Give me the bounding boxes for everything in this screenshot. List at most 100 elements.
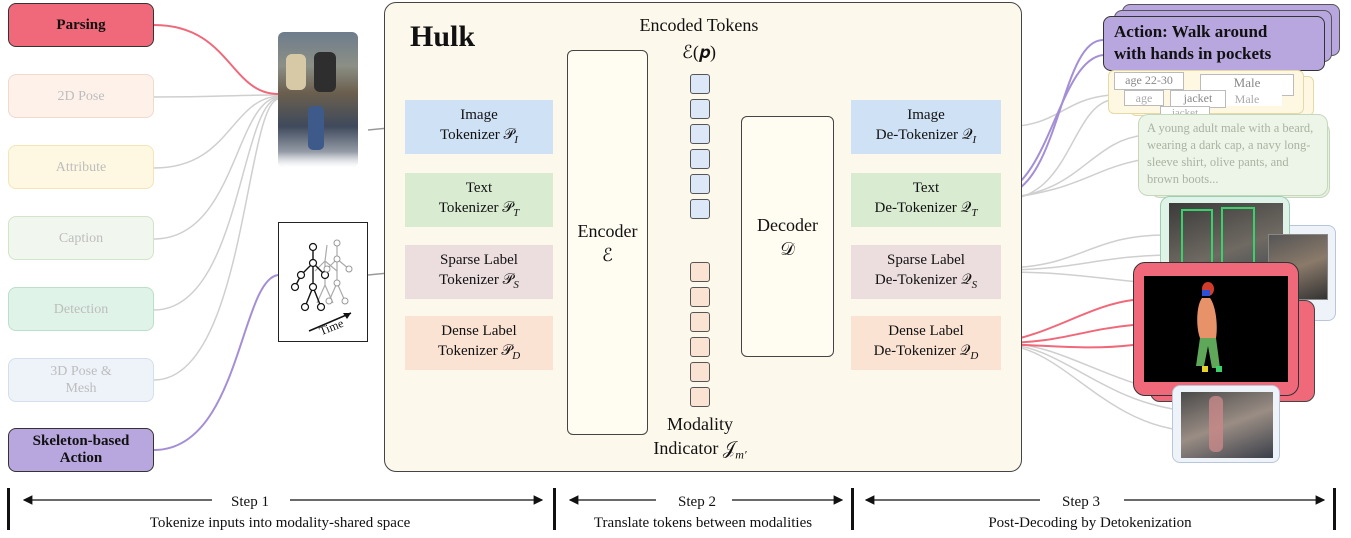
image-tokenizer: Image Tokenizer 𝒫I bbox=[405, 100, 553, 154]
attr-age-tag: age 22-30 bbox=[1114, 72, 1184, 90]
dense-detokenizer-l1: Dense Label bbox=[888, 322, 964, 339]
mesh-output-card bbox=[1172, 385, 1280, 463]
action-output-card: Action: Walk around with hands in pocket… bbox=[1103, 16, 1325, 71]
dense-tokenizer: Dense Label Tokenizer 𝒫D bbox=[405, 316, 553, 370]
step-divider-1 bbox=[553, 488, 556, 530]
task-parsing-label: Parsing bbox=[56, 16, 106, 33]
step2-title: Step 2 bbox=[678, 494, 716, 510]
sparse-detokenizer-l2-wrap: De-Tokenizer 𝒬S bbox=[875, 270, 977, 295]
image-detokenizer-l2: De-Tokenizer 𝒬 bbox=[875, 126, 973, 143]
token-cell bbox=[690, 199, 710, 219]
image-tokenizer-l2: Tokenizer 𝒫 bbox=[440, 126, 515, 143]
task-3d-pose-label-2: Mesh bbox=[65, 381, 97, 396]
token-cell bbox=[690, 174, 710, 194]
task-2d-pose: 2D Pose bbox=[8, 74, 154, 118]
image-tokenizer-l2-wrap: Tokenizer 𝒫I bbox=[440, 125, 518, 150]
task-3d-pose-mesh: 3D Pose & Mesh bbox=[8, 358, 154, 402]
token-cell bbox=[690, 74, 710, 94]
token-cell bbox=[690, 124, 710, 144]
task-2d-pose-label: 2D Pose bbox=[57, 88, 105, 104]
text-tokenizer-l2-wrap: Tokenizer 𝒫T bbox=[439, 198, 519, 223]
task-skeleton-action: Skeleton-based Action bbox=[8, 428, 154, 472]
sparse-detokenizer-sub: S bbox=[971, 278, 978, 291]
attr-jacket-tag: jacket bbox=[1170, 90, 1226, 108]
task-caption: Caption bbox=[8, 216, 154, 260]
input-photo bbox=[278, 32, 358, 167]
token-cell bbox=[690, 337, 710, 357]
encoded-tokens-symbol: ℰ(𝒑) bbox=[681, 42, 717, 62]
action-output-l2: with hands in pockets bbox=[1114, 44, 1272, 63]
decoder-block: Decoder 𝒟 bbox=[741, 116, 834, 357]
text-detokenizer-sub: T bbox=[971, 206, 978, 219]
task-skeleton-label-1: Skeleton-based bbox=[32, 433, 130, 449]
decoder-symbol: 𝒟 bbox=[780, 238, 795, 259]
dense-tokenizer-l1: Dense Label bbox=[441, 322, 517, 339]
encoded-tokens-title: Encoded Tokens bbox=[639, 15, 759, 35]
text-tokenizer-l2: Tokenizer 𝒫 bbox=[438, 199, 514, 216]
image-detokenizer: Image De-Tokenizer 𝒬I bbox=[851, 100, 1001, 154]
attr-age-back-tag: age bbox=[1124, 90, 1164, 106]
image-tokenizer-sub: I bbox=[514, 133, 518, 146]
dense-detokenizer-l2: De-Tokenizer 𝒬 bbox=[873, 342, 971, 359]
decoder-label: Decoder bbox=[757, 214, 818, 235]
action-output-l1: Action: Walk around bbox=[1114, 22, 1268, 41]
token-cell bbox=[690, 287, 710, 307]
text-detokenizer: Text De-Tokenizer 𝒬T bbox=[851, 173, 1001, 227]
image-tokenizer-l1: Image bbox=[460, 106, 498, 123]
dense-detokenizer-l2-wrap: De-Tokenizer 𝒬D bbox=[874, 341, 979, 366]
sparse-detokenizer: Sparse Label De-Tokenizer 𝒬S bbox=[851, 245, 1001, 299]
sparse-tokenizer-l2-wrap: Tokenizer 𝒫S bbox=[439, 270, 519, 295]
hulk-title: Hulk bbox=[410, 20, 476, 53]
encoder-symbol: ℰ bbox=[602, 244, 613, 265]
token-cell bbox=[690, 149, 710, 169]
dense-detokenizer-sub: D bbox=[970, 349, 979, 362]
sparse-detokenizer-l2: De-Tokenizer 𝒬 bbox=[874, 271, 972, 288]
task-3d-pose-label-1: 3D Pose & bbox=[50, 364, 112, 379]
token-cell bbox=[690, 312, 710, 332]
step2-desc: Translate tokens between modalities bbox=[593, 515, 813, 531]
task-skeleton-label-2: Action bbox=[59, 450, 103, 466]
task-detection-label: Detection bbox=[53, 301, 109, 317]
text-tokenizer-sub: T bbox=[513, 206, 520, 219]
token-cell bbox=[690, 99, 710, 119]
attr-male-back-tag: Male bbox=[1212, 92, 1282, 106]
step-divider-2 bbox=[851, 488, 854, 530]
modality-indicator-sub: m′ bbox=[735, 447, 747, 462]
step1-desc: Tokenize inputs into modality-shared spa… bbox=[149, 515, 411, 531]
modality-indicator-text: Indicator 𝒥 bbox=[653, 438, 736, 458]
token-cell bbox=[690, 387, 710, 407]
parsing-output-card bbox=[1133, 262, 1299, 396]
modality-indicator-l2: Indicator 𝒥m′ bbox=[640, 438, 760, 463]
task-detection: Detection bbox=[8, 287, 154, 331]
parsing-mask bbox=[1144, 276, 1288, 382]
step1-title: Step 1 bbox=[231, 494, 269, 510]
sparse-detokenizer-l1: Sparse Label bbox=[887, 251, 965, 268]
text-detokenizer-l2: De-Tokenizer 𝒬 bbox=[874, 199, 972, 216]
skeleton-input: Time bbox=[278, 222, 368, 342]
sparse-tokenizer-l1: Sparse Label bbox=[440, 251, 518, 268]
task-caption-label: Caption bbox=[58, 230, 104, 246]
image-detokenizer-l1: Image bbox=[907, 106, 945, 123]
encoder-label: Encoder bbox=[577, 220, 638, 241]
dense-detokenizer: Dense Label De-Tokenizer 𝒬D bbox=[851, 316, 1001, 370]
step-divider-left bbox=[7, 488, 10, 530]
task-parsing: Parsing bbox=[8, 3, 154, 47]
dense-tokenizer-sub: D bbox=[512, 349, 521, 362]
token-cell bbox=[690, 362, 710, 382]
text-detokenizer-l2-wrap: De-Tokenizer 𝒬T bbox=[875, 198, 978, 223]
token-cell bbox=[690, 262, 710, 282]
sparse-tokenizer-sub: S bbox=[513, 278, 519, 291]
sparse-tokenizer-l2: Tokenizer 𝒫 bbox=[439, 271, 514, 288]
modality-indicator-l1: Modality bbox=[667, 414, 733, 434]
text-tokenizer: Text Tokenizer 𝒫T bbox=[405, 173, 553, 227]
text-tokenizer-l1: Text bbox=[465, 179, 493, 196]
sparse-tokenizer: Sparse Label Tokenizer 𝒫S bbox=[405, 245, 553, 299]
task-attribute-label: Attribute bbox=[55, 159, 107, 175]
encoder-block: Encoder ℰ bbox=[567, 50, 648, 435]
text-detokenizer-l1: Text bbox=[912, 179, 940, 196]
caption-output-card: A young adult male with a beard, wearing… bbox=[1138, 114, 1328, 196]
image-detokenizer-sub: I bbox=[972, 133, 977, 146]
step3-title: Step 3 bbox=[1062, 494, 1100, 510]
dense-tokenizer-l2-wrap: Tokenizer 𝒫D bbox=[438, 341, 520, 366]
task-attribute: Attribute bbox=[8, 145, 154, 189]
